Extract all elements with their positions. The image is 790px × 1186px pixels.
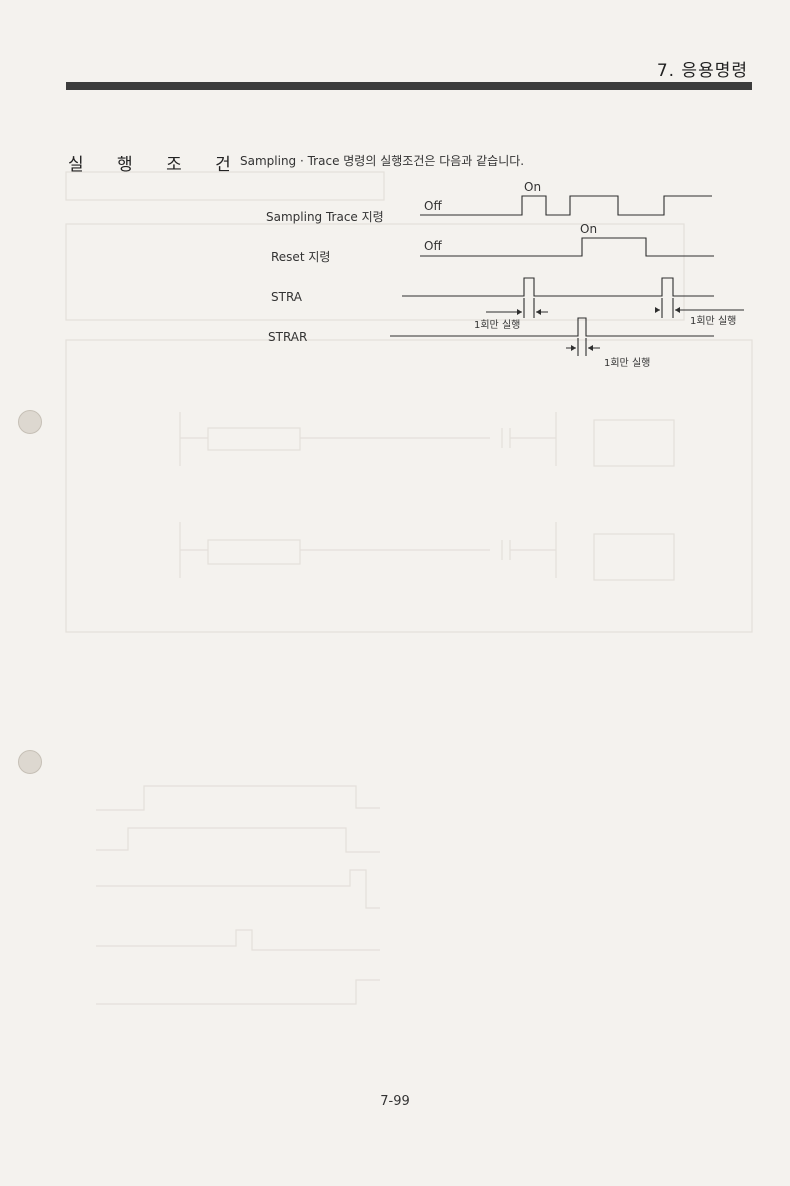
- binder-hole-bottom: [18, 750, 42, 774]
- reset-off-label: Off: [424, 239, 442, 253]
- section-intro: Sampling · Trace 명령의 실행조건은 다음과 같습니다.: [240, 154, 525, 168]
- stra-once-label-2: 1회만 실행: [690, 316, 737, 327]
- signal-label-sampling-trace: Sampling Trace 지령: [266, 210, 384, 224]
- signal-label-stra: STRA: [271, 290, 303, 304]
- sampling-off-label: Off: [424, 199, 442, 213]
- strar-pulse-marker: [566, 338, 600, 356]
- stra-waveform: [402, 277, 714, 297]
- strar-waveform: [390, 317, 714, 337]
- signal-label-reset: Reset 지령: [271, 250, 331, 264]
- reset-on-label: On: [580, 222, 598, 236]
- stra-pulse-marker-2: [656, 298, 744, 318]
- stra-pulse-marker-1: [486, 298, 548, 318]
- stra-once-label-1: 1회만 실행: [474, 320, 521, 331]
- page-number: 7-99: [380, 1094, 410, 1109]
- signal-label-strar: STRAR: [268, 330, 308, 344]
- reset-waveform: [420, 237, 714, 257]
- sampling-on-label: On: [524, 180, 542, 194]
- header-rule: [66, 82, 752, 90]
- strar-once-label: 1회만 실행: [604, 358, 651, 369]
- chapter-heading: 7. 응용명령: [656, 61, 748, 81]
- section-title: 실 행 조 건: [68, 155, 245, 175]
- binder-hole-top: [18, 410, 42, 434]
- sampling-trace-waveform: [420, 195, 712, 216]
